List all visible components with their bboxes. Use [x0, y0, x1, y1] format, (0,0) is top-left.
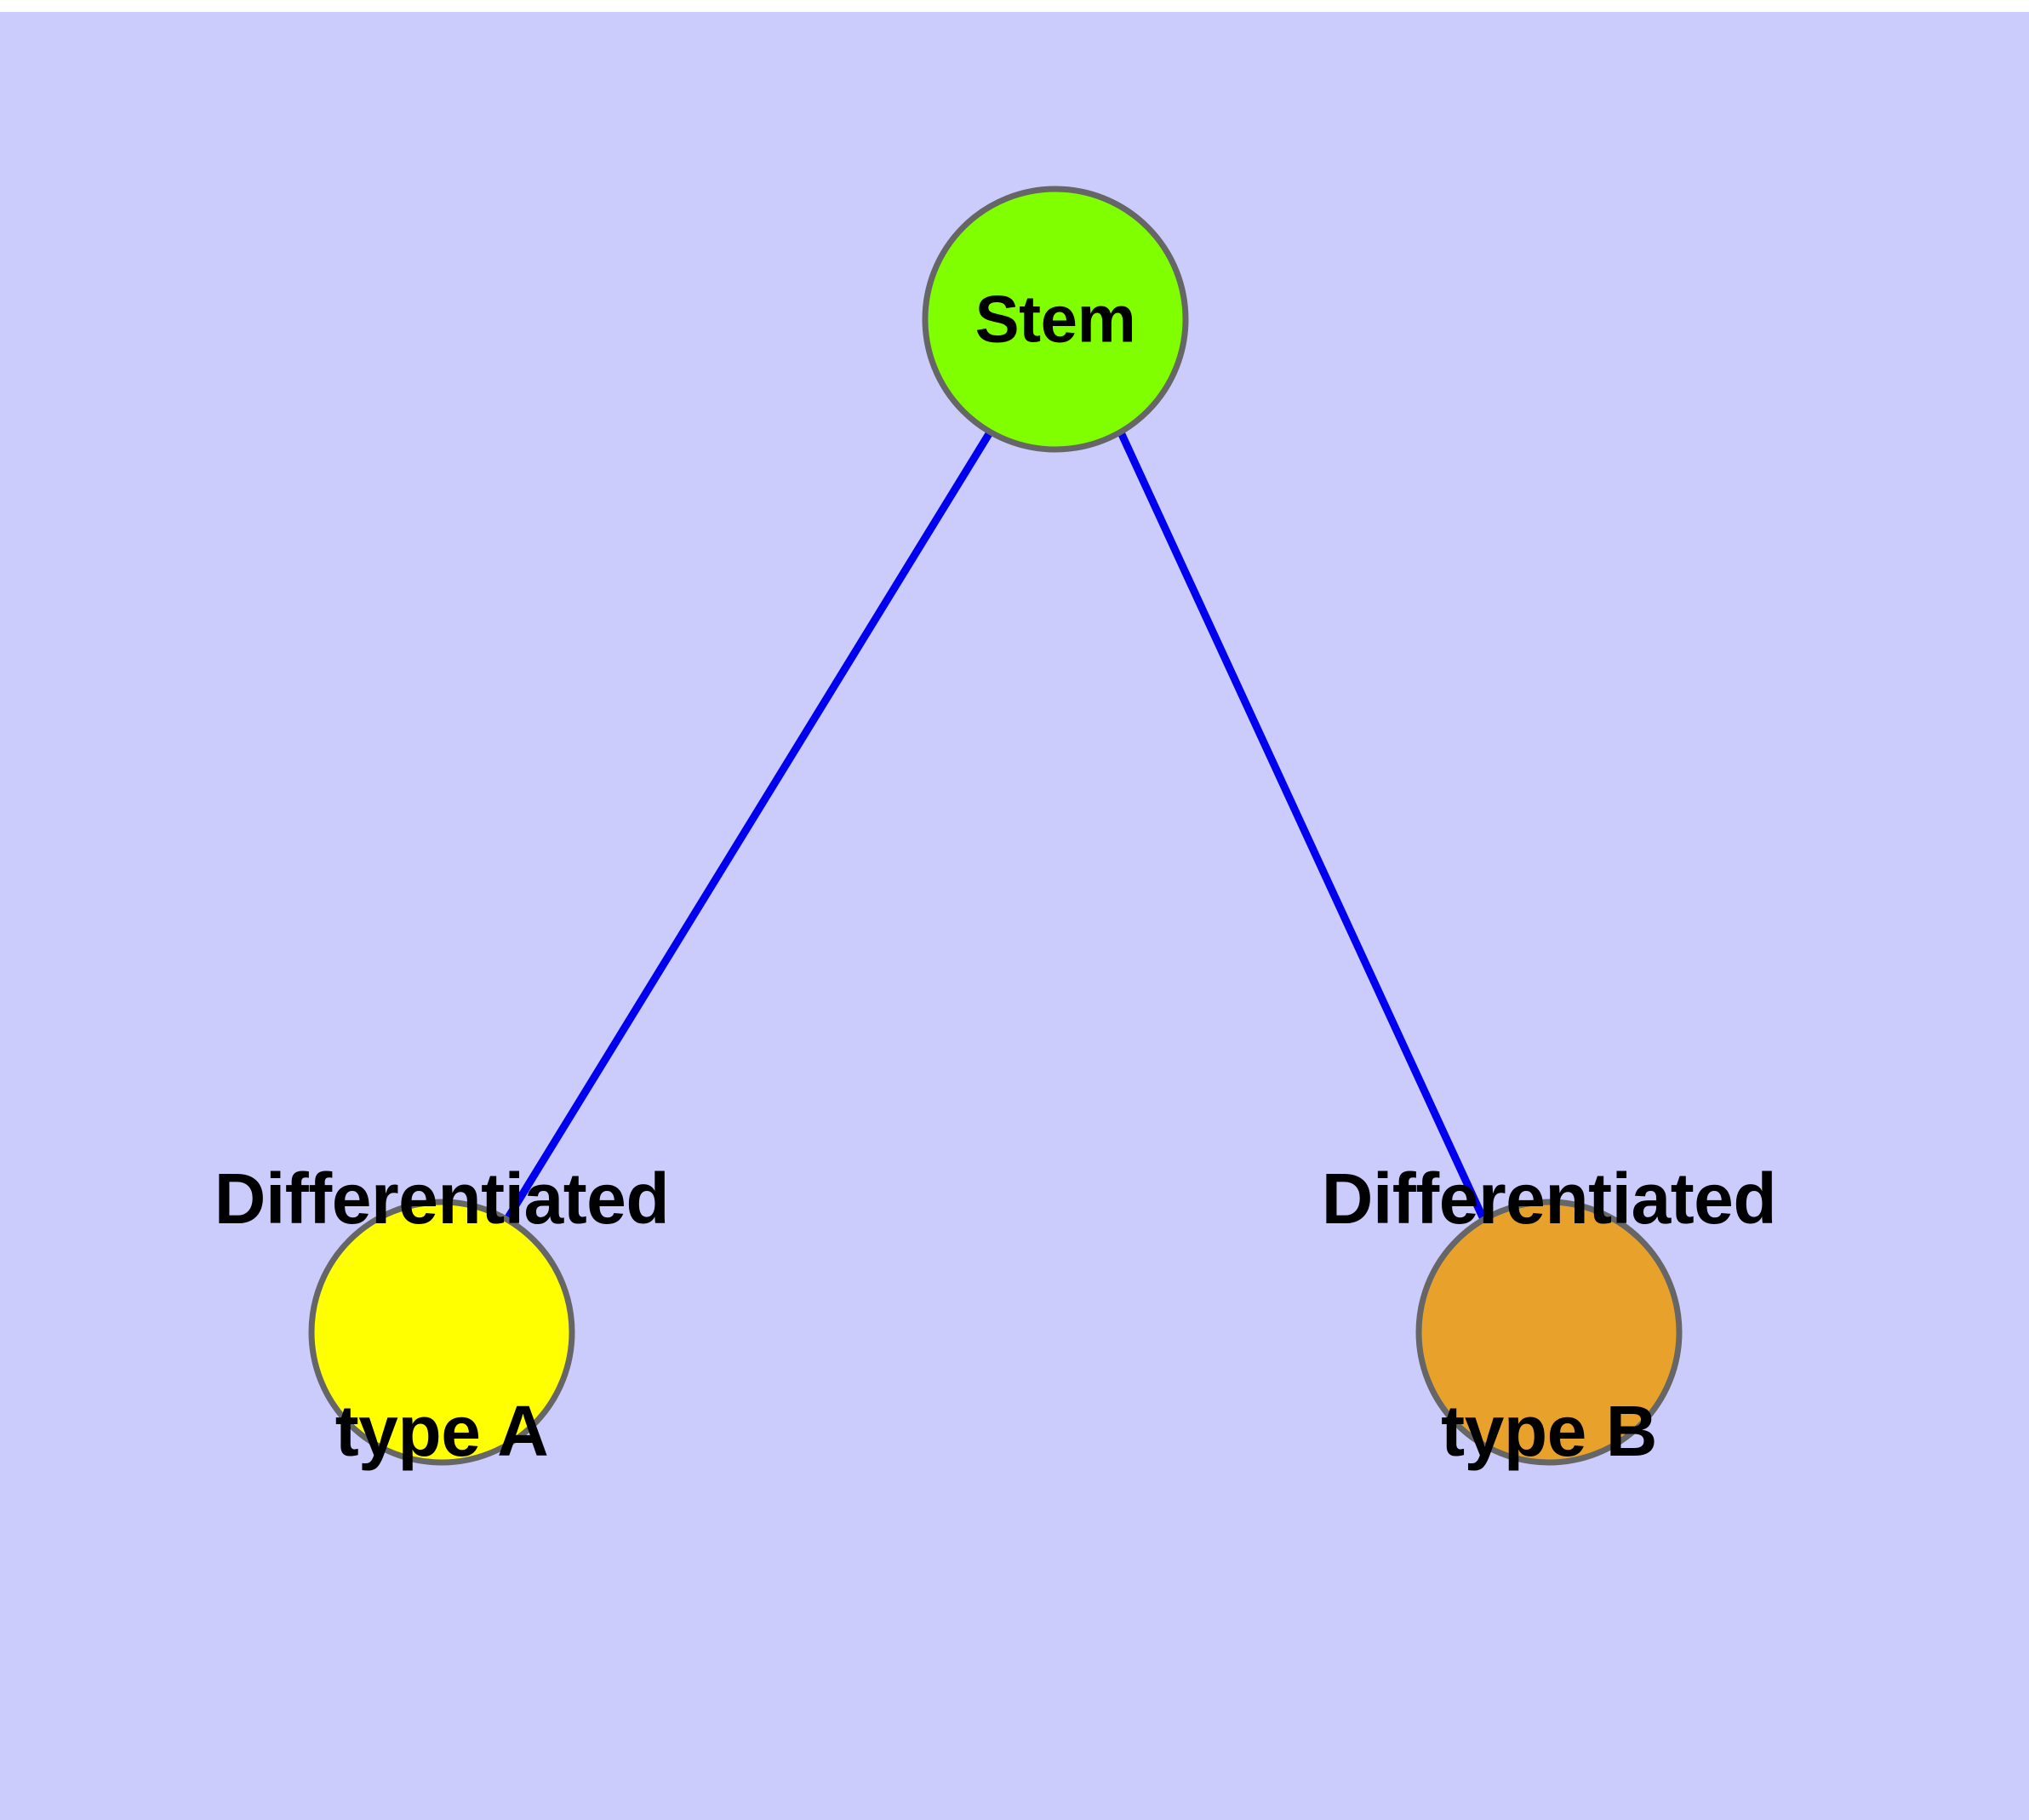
edge-stem-to-differentiated-type-a[interactable] [504, 430, 993, 1222]
node-label-stem-line1: Stem [974, 281, 1136, 357]
node-label-differentiated-type-b-line1: Differentiated [1321, 1159, 1777, 1239]
node-stem[interactable] [922, 186, 1189, 453]
node-label-stem: Stem [975, 140, 1136, 498]
node-label-differentiated-type-b: Differentiated type B [1321, 1006, 1777, 1624]
node-layer [308, 186, 1683, 1466]
edge-stem-to-differentiated-type-b[interactable] [1117, 431, 1488, 1221]
edge-layer [504, 430, 1488, 1222]
node-differentiated-type-a[interactable] [308, 1199, 575, 1466]
node-label-differentiated-type-a-line2: type A [334, 1390, 549, 1471]
node-label-differentiated-type-b-line2: type B [1441, 1390, 1657, 1471]
node-label-differentiated-type-a-line1: Differentiated [214, 1159, 670, 1239]
node-label-differentiated-type-a: Differentiated type A [214, 1006, 670, 1624]
node-differentiated-type-b[interactable] [1415, 1199, 1683, 1466]
